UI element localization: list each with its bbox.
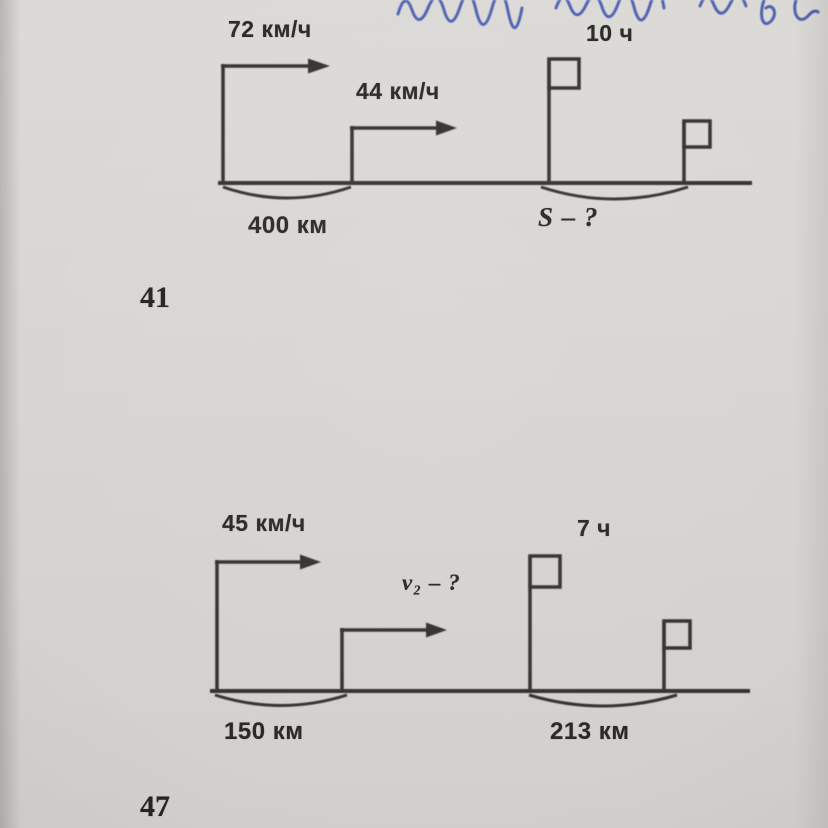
distance2-label-d1: S – ? — [538, 202, 599, 232]
speed-arrow-1a — [221, 58, 330, 183]
speed-arrow-2a — [215, 554, 321, 691]
problem-number-47: 47 — [140, 790, 170, 823]
speed1-label-d2: 45 км/ч — [222, 510, 306, 536]
speed1-label-d1: 72 км/ч — [228, 16, 312, 42]
distance-brace-1b — [540, 185, 689, 201]
flag-icon-1b — [682, 119, 712, 183]
speed-arrow-1b — [350, 120, 457, 183]
flag-icon-2b — [662, 619, 692, 691]
distance-brace-2a — [214, 693, 348, 707]
diagram1-lines — [218, 57, 752, 201]
distance1-label-d1: 400 км — [248, 212, 328, 239]
distance1-label-d2: 150 км — [224, 718, 304, 745]
speed2-label-d2: v₂ – ? — [402, 570, 461, 595]
handwritten-ink — [396, 0, 820, 30]
flag-icon-1a — [547, 57, 581, 183]
flag-icon-2a — [528, 554, 562, 691]
distance-brace-1a — [222, 185, 352, 200]
time-label-d1: 10 ч — [586, 20, 634, 46]
speed2-label-d1: 44 км/ч — [356, 78, 440, 104]
distance-brace-2b — [528, 693, 678, 708]
time-label-d2: 7 ч — [577, 515, 612, 541]
problem-number-41: 41 — [140, 281, 170, 314]
diagram2-lines — [210, 554, 750, 708]
distance2-label-d2: 213 км — [550, 718, 630, 745]
speed-arrow-2b — [340, 622, 447, 691]
